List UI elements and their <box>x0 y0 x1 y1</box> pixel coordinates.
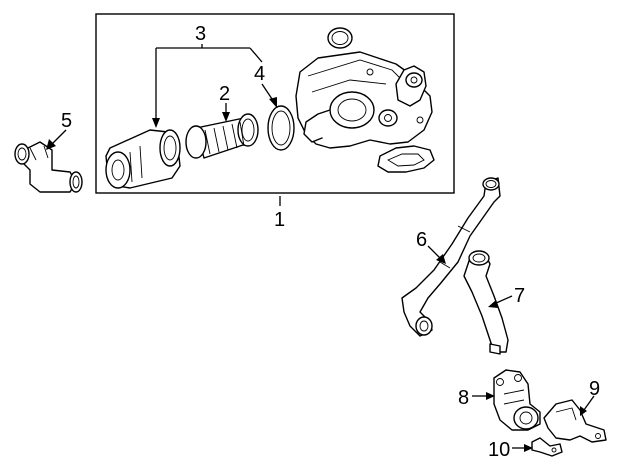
callout-6: 6 <box>416 229 427 251</box>
bracket-part[interactable] <box>543 399 607 443</box>
hose-connector-part[interactable] <box>14 141 83 193</box>
oil-line-upper-part[interactable] <box>401 177 501 337</box>
housing-seal-icon <box>327 27 353 49</box>
filter-cap-part[interactable] <box>105 129 181 189</box>
callout-10: 10 <box>488 439 510 461</box>
oil-cooler-part[interactable] <box>493 369 541 431</box>
oil-line-lower-part[interactable] <box>463 250 509 355</box>
callout-4: 4 <box>254 63 265 85</box>
o-ring-part[interactable] <box>267 105 295 151</box>
callout-1: 1 <box>274 209 285 231</box>
oil-filter-housing-part[interactable] <box>295 27 435 173</box>
clip-part[interactable] <box>531 437 563 457</box>
callout-7: 7 <box>514 285 525 307</box>
filter-element-part[interactable] <box>185 113 259 159</box>
callout-8: 8 <box>458 387 469 409</box>
callout-9: 9 <box>589 378 600 400</box>
housing-gasket-icon <box>377 145 435 173</box>
callout-2: 2 <box>219 83 230 105</box>
leader-lines <box>46 44 595 452</box>
callout-labels: 1 2 3 4 5 6 7 8 9 10 <box>61 23 600 461</box>
assembly-box <box>95 13 455 194</box>
callout-3: 3 <box>195 23 206 45</box>
callout-5: 5 <box>61 110 72 132</box>
